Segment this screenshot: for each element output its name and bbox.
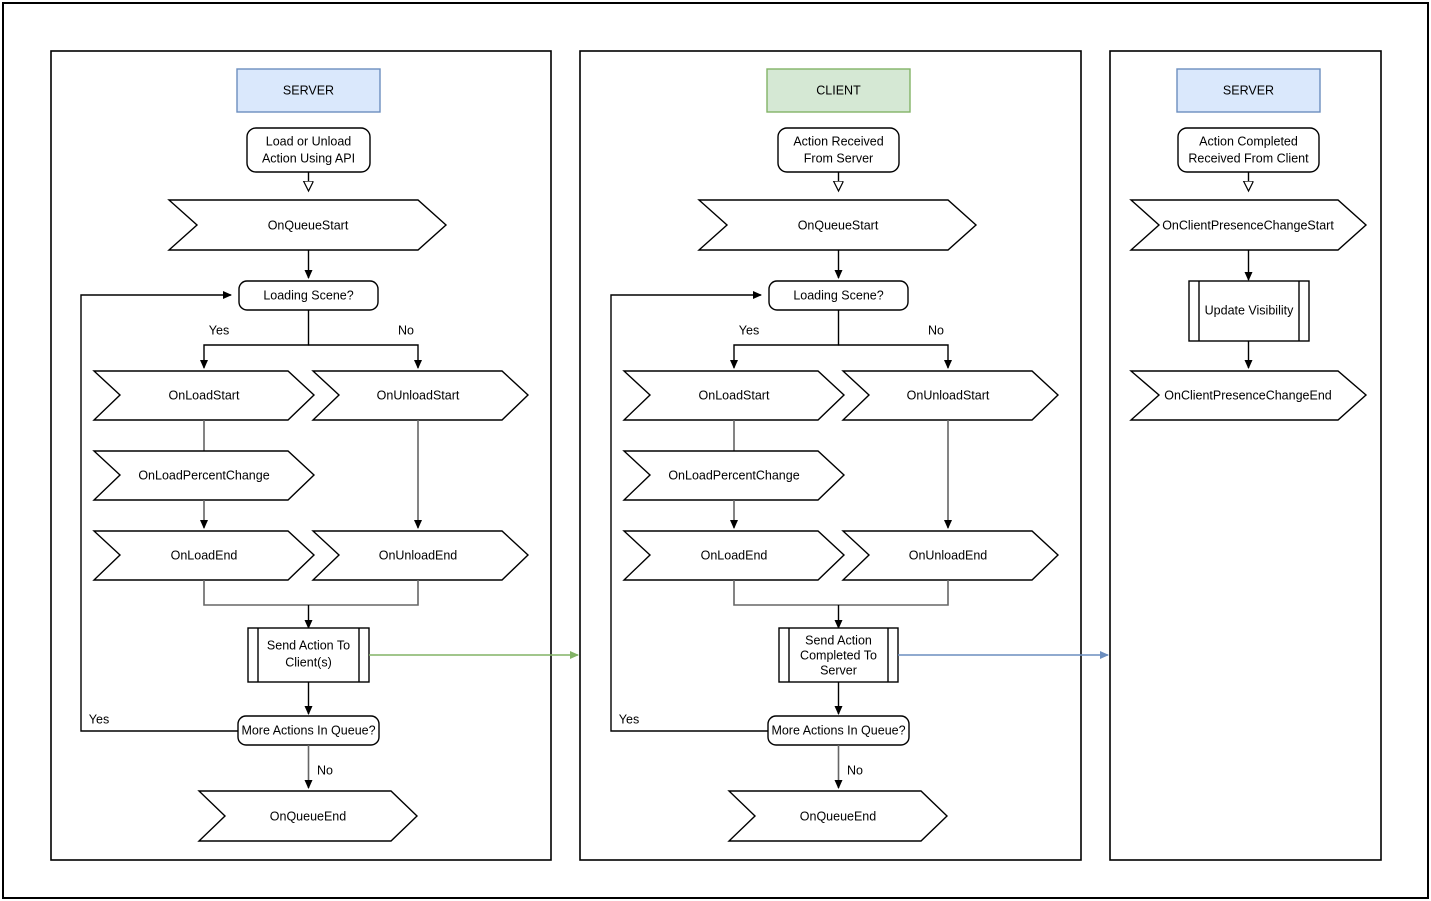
node-label: OnQueueEnd [800, 809, 876, 823]
node-action-completed-received-from-client: Action Completed Received From Client [1177, 127, 1320, 173]
node-onclientpresencechangeend: OnClientPresenceChangeEnd [1129, 370, 1368, 421]
edge-loopback-yes [610, 291, 768, 732]
node-label-line1: Action Completed [1199, 134, 1298, 148]
edge-loading-no [838, 344, 952, 369]
edge-label-loop-yes: Yes [619, 712, 639, 726]
node-label-line2: Received From Client [1188, 151, 1309, 165]
node-load-or-unload-action: Load or Unload Action Using API [246, 127, 371, 173]
header-label: SERVER [1223, 83, 1274, 97]
edge-loading-yes [200, 310, 310, 369]
node-label: OnQueueEnd [270, 809, 346, 823]
node-onqueuestart: OnQueueStart [697, 199, 978, 251]
edge-merge-ends [733, 580, 949, 606]
node-onunloadstart: OnUnloadStart [841, 370, 1060, 421]
panel-client-middle [579, 50, 1082, 861]
node-label: Loading Scene? [263, 288, 353, 302]
node-onunloadend: OnUnloadEnd [841, 530, 1060, 581]
node-label-line1: Action Received [793, 134, 883, 148]
node-label-line1: Load or Unload [266, 134, 352, 148]
node-label: More Actions In Queue? [771, 723, 905, 737]
edge-label-exit-no: No [847, 763, 863, 777]
node-onloadend: OnLoadEnd [622, 530, 846, 581]
node-onclientpresencechangestart: OnClientPresenceChangeStart [1129, 199, 1368, 251]
node-label: Loading Scene? [793, 288, 883, 302]
node-label: OnLoadPercentChange [668, 468, 799, 482]
header-label: CLIENT [816, 83, 861, 97]
node-onloadstart: OnLoadStart [92, 370, 316, 421]
node-label: More Actions In Queue? [241, 723, 375, 737]
node-onqueuestart: OnQueueStart [167, 199, 448, 251]
node-label-line2: Completed To [800, 648, 877, 662]
node-update-visibility: Update Visibility [1188, 280, 1310, 342]
panel-server-right [1109, 50, 1382, 861]
node-label: OnLoadStart [699, 388, 770, 402]
node-label-line2: Action Using API [262, 151, 355, 165]
node-label: OnLoadEnd [701, 548, 768, 562]
header-client-middle: CLIENT [766, 68, 911, 113]
panel-server-left [50, 50, 552, 861]
node-loading-scene-decision: Loading Scene? [768, 280, 909, 311]
node-onqueueend: OnQueueEnd [197, 790, 419, 842]
node-label: OnLoadStart [169, 388, 240, 402]
node-label-line1: Send Action To [267, 638, 350, 652]
node-label: OnQueueStart [268, 218, 349, 232]
header-server-left: SERVER [236, 68, 381, 113]
node-label-line3: Server [820, 663, 857, 677]
node-label: OnClientPresenceChangeStart [1162, 218, 1334, 232]
edge-loading-yes [730, 310, 840, 369]
node-onloadstart: OnLoadStart [622, 370, 846, 421]
node-send-action-to-clients: Send Action To Client(s) [247, 627, 370, 683]
edge-merge-ends [203, 580, 419, 606]
node-label-line2: From Server [804, 151, 873, 165]
node-label: OnLoadEnd [171, 548, 238, 562]
edge-label-no: No [398, 323, 414, 337]
edge-loopback-yes [80, 291, 238, 732]
node-onloadpercentchange: OnLoadPercentChange [92, 450, 316, 501]
edge-loading-no [308, 344, 422, 369]
edge-label-no: No [928, 323, 944, 337]
header-label: SERVER [283, 83, 334, 97]
node-label: OnUnloadStart [907, 388, 990, 402]
node-label: OnUnloadStart [377, 388, 460, 402]
node-loading-scene-decision: Loading Scene? [238, 280, 379, 311]
node-label: Update Visibility [1205, 303, 1294, 317]
node-label: OnUnloadEnd [379, 548, 458, 562]
edge-label-loop-yes: Yes [89, 712, 109, 726]
node-onloadpercentchange: OnLoadPercentChange [622, 450, 846, 501]
edge-label-yes: Yes [209, 323, 229, 337]
node-more-actions-decision: More Actions In Queue? [767, 715, 910, 746]
edge-label-yes: Yes [739, 323, 759, 337]
node-onunloadstart: OnUnloadStart [311, 370, 530, 421]
node-label: OnQueueStart [798, 218, 879, 232]
node-label: OnLoadPercentChange [138, 468, 269, 482]
node-label-line2: Client(s) [285, 655, 332, 669]
node-more-actions-decision: More Actions In Queue? [237, 715, 380, 746]
node-label-line1: Send Action [805, 633, 872, 647]
node-send-action-completed-to-server: Send Action Completed To Server [778, 627, 899, 683]
node-onloadend: OnLoadEnd [92, 530, 316, 581]
header-server-right: SERVER [1176, 68, 1321, 113]
node-onunloadend: OnUnloadEnd [311, 530, 530, 581]
node-label: OnClientPresenceChangeEnd [1164, 388, 1332, 402]
node-label: OnUnloadEnd [909, 548, 988, 562]
node-action-received-from-server: Action Received From Server [777, 127, 900, 173]
edge-label-exit-no: No [317, 763, 333, 777]
node-onqueueend: OnQueueEnd [727, 790, 949, 842]
